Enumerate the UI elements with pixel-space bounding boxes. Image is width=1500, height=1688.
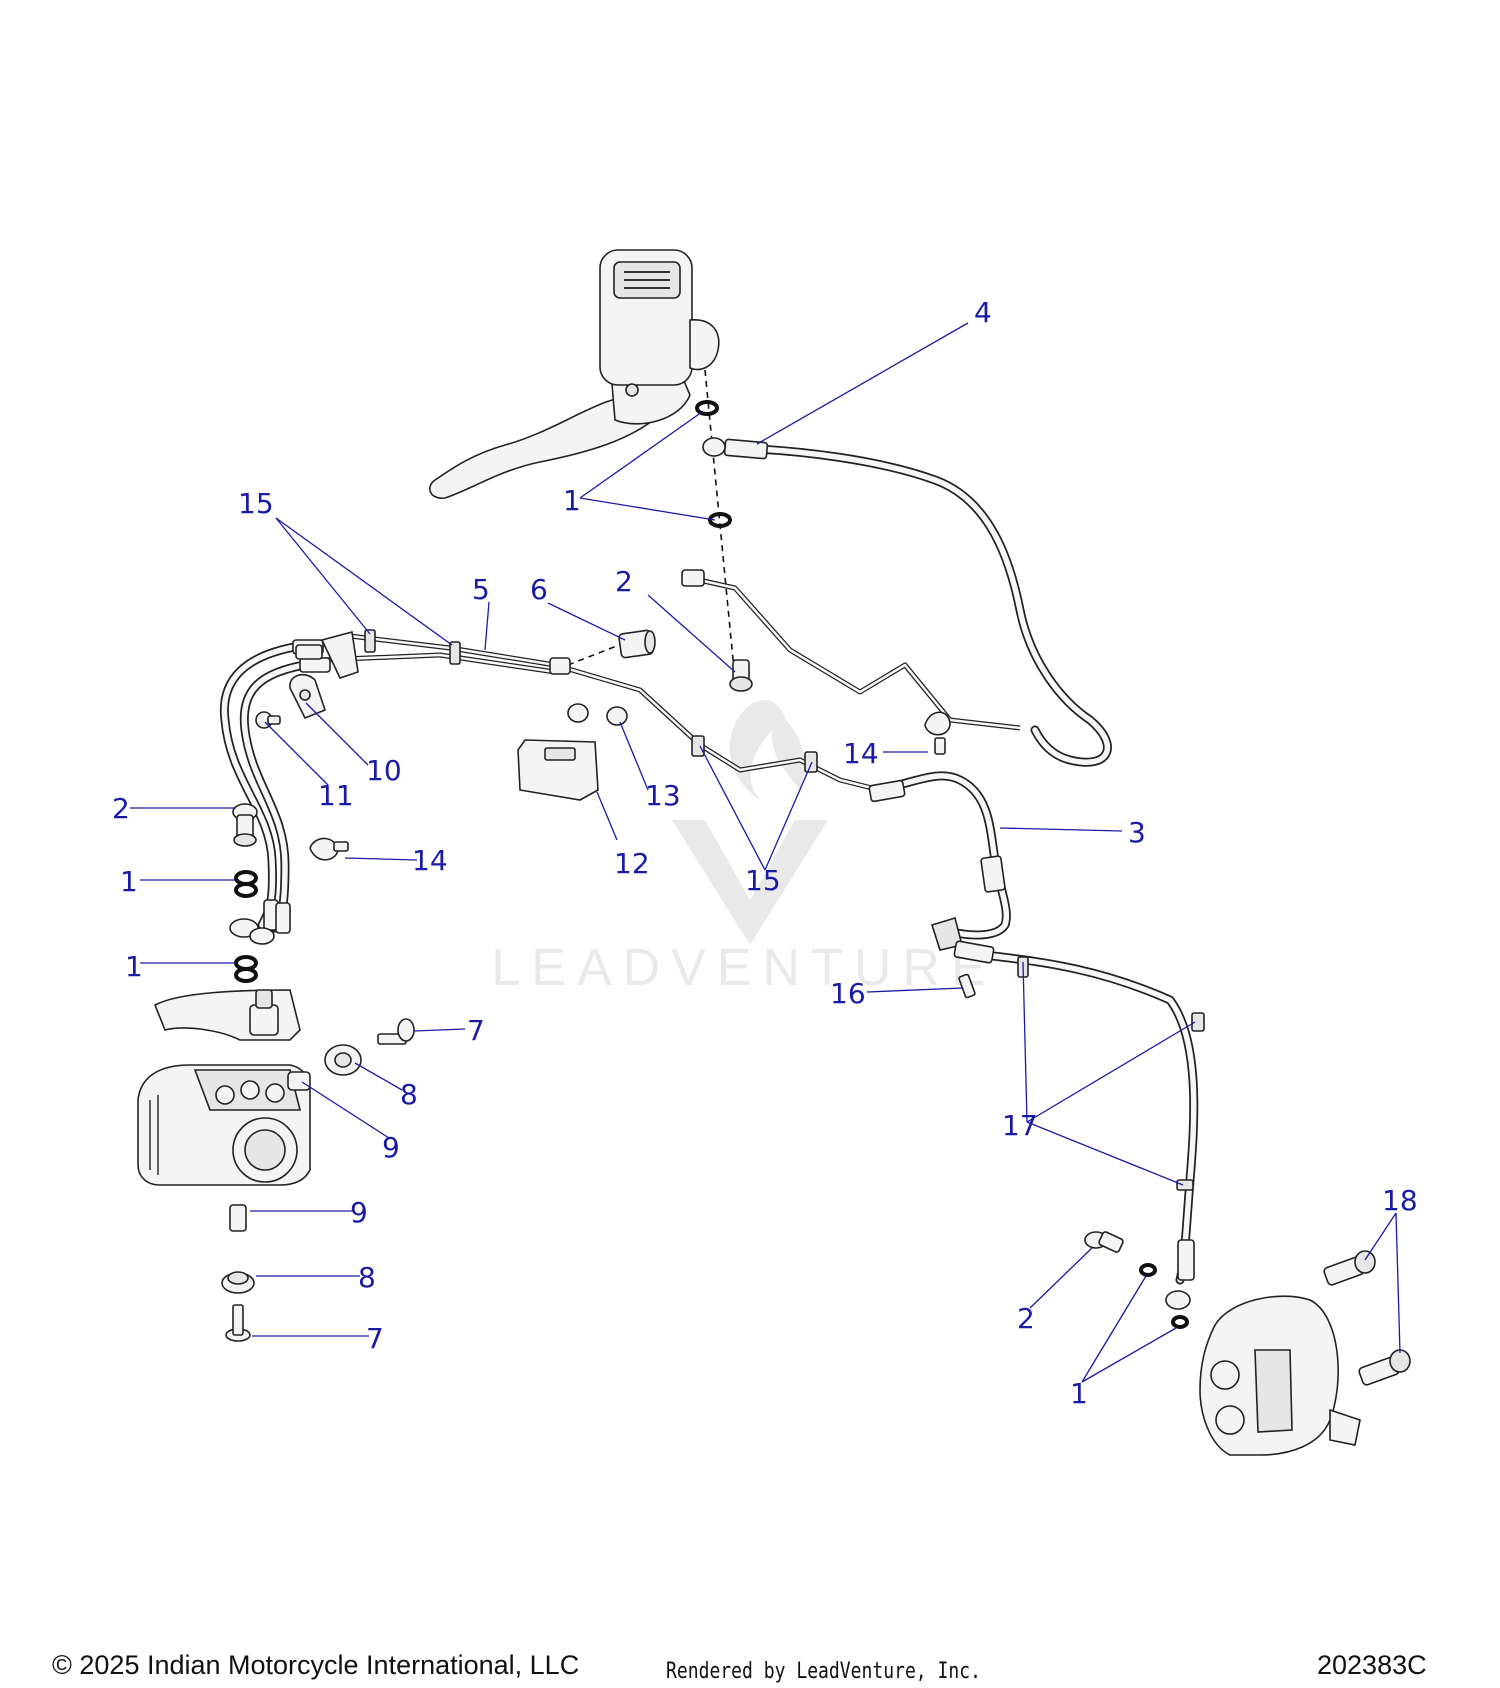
bracket-12 [517,739,599,801]
upper-bracket-clip [320,630,359,679]
callout-15: 15 [745,864,781,897]
callout-4: 4 [974,296,992,329]
callout-5: 5 [472,573,490,606]
clip-17c [1176,1179,1194,1191]
lever-pivot-bolt [625,383,639,397]
diagram-code: 202383C [1317,1650,1427,1680]
line-clips-15 [364,629,818,773]
bolt-7-lower [225,1304,251,1342]
watermark: LEADVENTURE [491,700,996,997]
clip-17b [1191,1012,1205,1032]
callout-9: 9 [382,1131,400,1164]
master-cylinder-assembly [429,249,720,499]
callout-7: 7 [467,1014,485,1047]
callout-2: 2 [615,565,633,598]
brake-lever [429,394,662,499]
sleeve-9-lower [229,1204,247,1232]
caliper-banjo [1165,1290,1191,1310]
line-start-fitting [295,644,323,660]
caliper-bolt-lower [1358,1349,1411,1386]
brake-hose-4 [702,437,1112,767]
callout-1: 1 [120,865,138,898]
watermark-text: LEADVENTURE [491,939,996,997]
callout-1: 1 [1070,1377,1088,1410]
brake-line-5 [319,633,881,793]
banjo-fitting [702,437,726,457]
sleeve-9-upper [287,1071,311,1091]
grommet-8-upper [324,1044,362,1076]
callout-14: 14 [412,844,448,877]
callout-17: 17 [1002,1109,1038,1142]
banjo-left-2 [249,927,275,945]
brake-hose-3 [868,771,1011,951]
caliper-bolt-upper [1323,1250,1376,1286]
callout-7: 7 [366,1322,384,1355]
callout-8: 8 [358,1261,376,1294]
o-rings-upper [695,400,732,528]
callout-8: 8 [400,1078,418,1111]
callout-11: 11 [318,779,354,812]
callout-14: 14 [843,737,879,770]
callouts: 1 1 1 1 2 2 2 3 4 5 6 7 7 8 8 9 9 10 11 … [112,296,1418,1410]
clamp-14-upper [924,711,951,755]
brake-hose-caliper [953,940,1205,1310]
callout-6: 6 [530,573,548,606]
brake-caliper [1199,1295,1361,1456]
cylinder-body [689,319,720,371]
callout-18: 18 [1382,1184,1418,1217]
callout-2: 2 [112,792,130,825]
footer-rendered-by: Rendered by LeadVenture, Inc. [666,1659,981,1684]
o-rings-lower [1139,1263,1189,1329]
banjo-bolt-lower [1084,1231,1124,1253]
nuts-13 [567,703,628,726]
screw-11 [255,711,281,729]
callout-16: 16 [830,977,866,1010]
footer-copyright: © 2025 Indian Motorcycle International, … [52,1650,580,1680]
callout-12: 12 [614,847,650,880]
callout-3: 3 [1128,816,1146,849]
leader-lines [130,322,1401,1383]
callout-1: 1 [563,484,581,517]
callout-2: 2 [1017,1302,1035,1335]
abs-module [137,1064,311,1186]
clip-10 [289,673,326,720]
callout-13: 13 [645,779,681,812]
callout-9: 9 [350,1196,368,1229]
banjo-bolt-left [232,803,258,847]
left-brake-hoses [219,630,359,934]
grommet-8-lower [221,1271,255,1294]
reservoir-cap-lines [624,271,670,289]
callout-10: 10 [366,754,402,787]
bolt-7-upper [377,1018,415,1045]
callout-15: 15 [238,487,274,520]
spacer-6 [618,629,656,659]
abs-bracket [153,989,301,1041]
banjo-bolt-upper [729,659,753,692]
o-rings-left [234,870,258,983]
clamp-14-lower [309,837,349,861]
callout-1: 1 [125,950,143,983]
